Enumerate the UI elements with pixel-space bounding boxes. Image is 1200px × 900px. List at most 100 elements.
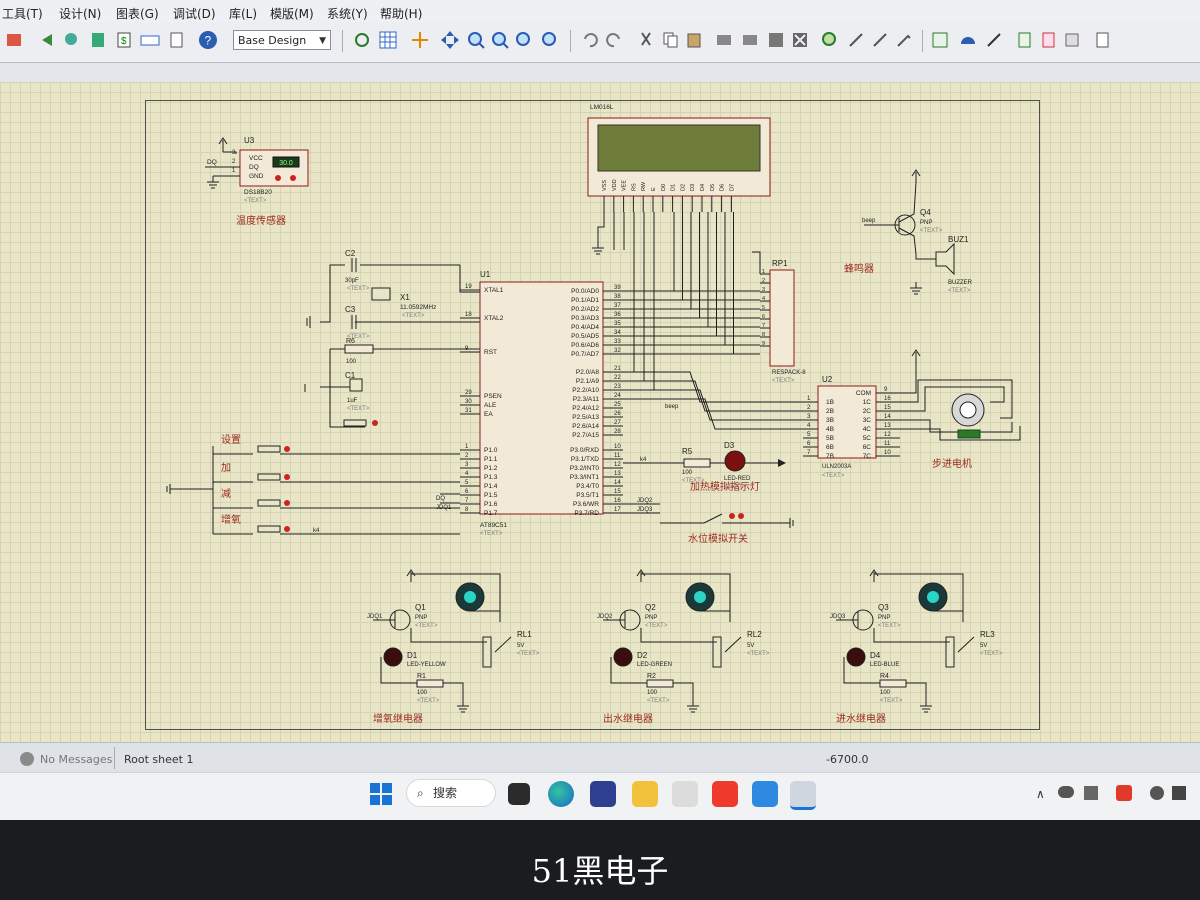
make-device-icon[interactable]	[846, 30, 866, 50]
wire	[873, 628, 950, 643]
relay-transistor-ref: Q2	[645, 603, 656, 612]
shopping-app-icon[interactable]	[712, 781, 738, 807]
windows-start-icon[interactable]	[368, 781, 394, 807]
buzzer-part: BUZZER	[948, 280, 973, 286]
relay-net-label: JDQ2	[597, 614, 613, 620]
proteus-app-icon[interactable]	[790, 781, 816, 810]
document-icon[interactable]	[166, 30, 186, 50]
uln-out-label: 3C	[863, 417, 872, 424]
zoom-in-icon[interactable]	[466, 30, 486, 50]
netlist-icon[interactable]	[1062, 30, 1082, 50]
c2-value: 30pF	[345, 278, 359, 284]
tray-icon[interactable]	[1150, 786, 1164, 800]
task-view-icon[interactable]	[508, 783, 530, 805]
grid-icon[interactable]	[378, 30, 398, 50]
r6-value: 100	[346, 359, 357, 365]
redo-icon[interactable]	[604, 30, 624, 50]
uln-in-label: 7B	[826, 453, 834, 460]
edge-browser-icon[interactable]	[548, 781, 574, 807]
chevron-up-icon[interactable]: ∧	[1036, 787, 1045, 801]
back-icon[interactable]	[36, 30, 56, 50]
buzzer-net-label: beep	[862, 218, 876, 224]
new-sheet-icon[interactable]	[1014, 30, 1034, 50]
wire	[320, 287, 331, 323]
cloud-tray-icon[interactable]	[1058, 786, 1074, 798]
menu-help[interactable]: 帮助(H)	[380, 7, 423, 21]
menu-system[interactable]: 系统(Y)	[327, 7, 368, 21]
cloud-app-icon[interactable]	[752, 781, 778, 807]
keyboard-tray-icon[interactable]	[1172, 786, 1186, 800]
block-move-icon[interactable]	[740, 30, 760, 50]
remove-sheet-icon[interactable]	[1038, 30, 1058, 50]
file-explorer-icon[interactable]	[632, 781, 658, 807]
search-tag-icon[interactable]	[958, 30, 978, 50]
search-part-icon[interactable]	[62, 30, 82, 50]
text-tag: <TEXT>	[480, 531, 503, 537]
svg-text:?: ?	[205, 34, 212, 48]
status-bar: No Messages Root sheet 1 -6700.0	[0, 742, 1200, 773]
mcu-pin-number: 6	[465, 489, 469, 495]
mcu-pin-number: 29	[465, 390, 472, 396]
wire	[640, 628, 717, 643]
wire-autoroute-icon[interactable]	[930, 30, 950, 50]
dsn-icon[interactable]	[140, 30, 160, 50]
network-tray-icon[interactable]	[1084, 786, 1098, 800]
bill-icon[interactable]: $	[114, 30, 134, 50]
antivirus-tray-icon[interactable]	[1116, 785, 1132, 801]
text-tag: <TEXT>	[747, 651, 770, 657]
origin-icon[interactable]	[410, 30, 430, 50]
block-rotate-icon[interactable]	[766, 30, 786, 50]
decompose-icon[interactable]	[894, 30, 914, 50]
relay-resistor-ref: R4	[880, 673, 889, 680]
relay-ref: RL3	[980, 630, 995, 639]
lcd-pin-label: VDD	[612, 179, 618, 191]
zoom-all-icon[interactable]	[514, 30, 534, 50]
wire	[610, 657, 647, 684]
temp-up-button	[290, 175, 296, 181]
mcu-pin-label: P3.4/T0	[576, 483, 599, 490]
mcu-pin-number: 28	[614, 429, 621, 435]
toolbar-separator	[342, 30, 343, 52]
block-copy-icon[interactable]	[714, 30, 734, 50]
taskbar-search[interactable]: ⌕搜索	[406, 779, 496, 807]
pan-icon[interactable]	[440, 30, 460, 50]
zoom-out-icon[interactable]	[490, 30, 510, 50]
help-icon[interactable]: ?	[198, 30, 218, 50]
temp-pin-vcc: VCC	[249, 155, 263, 162]
package-tool-icon[interactable]	[870, 30, 890, 50]
text-tag: <TEXT>	[822, 473, 845, 479]
pdf-icon[interactable]	[1092, 30, 1112, 50]
pushbutton-body	[257, 499, 281, 507]
lcd-pin-label: D4	[700, 184, 706, 191]
dq-net-label: DQ	[207, 159, 217, 166]
store-icon[interactable]	[590, 781, 616, 807]
app-icon[interactable]	[672, 781, 698, 807]
wire	[329, 349, 365, 428]
menu-design[interactable]: 设计(N)	[59, 7, 102, 21]
paste-icon[interactable]	[684, 30, 704, 50]
cut-icon[interactable]	[636, 30, 656, 50]
edit-icon[interactable]	[4, 30, 24, 50]
mcu-pin-number: 23	[614, 384, 621, 390]
design-select[interactable]: Base Design▼	[233, 30, 331, 50]
library-icon[interactable]	[88, 30, 108, 50]
mcu-pin-number: 19	[465, 284, 472, 290]
menu-tools[interactable]: 工具(T)	[2, 7, 43, 21]
wire	[380, 657, 417, 684]
refresh-icon[interactable]	[352, 30, 372, 50]
menu-template[interactable]: 模版(M)	[270, 7, 314, 21]
block-delete-icon[interactable]	[790, 30, 810, 50]
menu-library[interactable]: 库(L)	[229, 7, 258, 21]
pick-device-icon[interactable]	[820, 30, 840, 50]
menu-debug[interactable]: 调试(D)	[173, 7, 216, 21]
menu-graph[interactable]: 图表(G)	[116, 7, 159, 21]
message-icon[interactable]	[20, 752, 34, 766]
mcu-pin-number: 3	[465, 462, 469, 468]
lcd-pin-label: VSS	[602, 180, 608, 191]
property-tool-icon[interactable]	[984, 30, 1004, 50]
zoom-area-icon[interactable]	[540, 30, 560, 50]
undo-icon[interactable]	[580, 30, 600, 50]
respack-body	[769, 269, 795, 367]
copy-icon[interactable]	[660, 30, 680, 50]
